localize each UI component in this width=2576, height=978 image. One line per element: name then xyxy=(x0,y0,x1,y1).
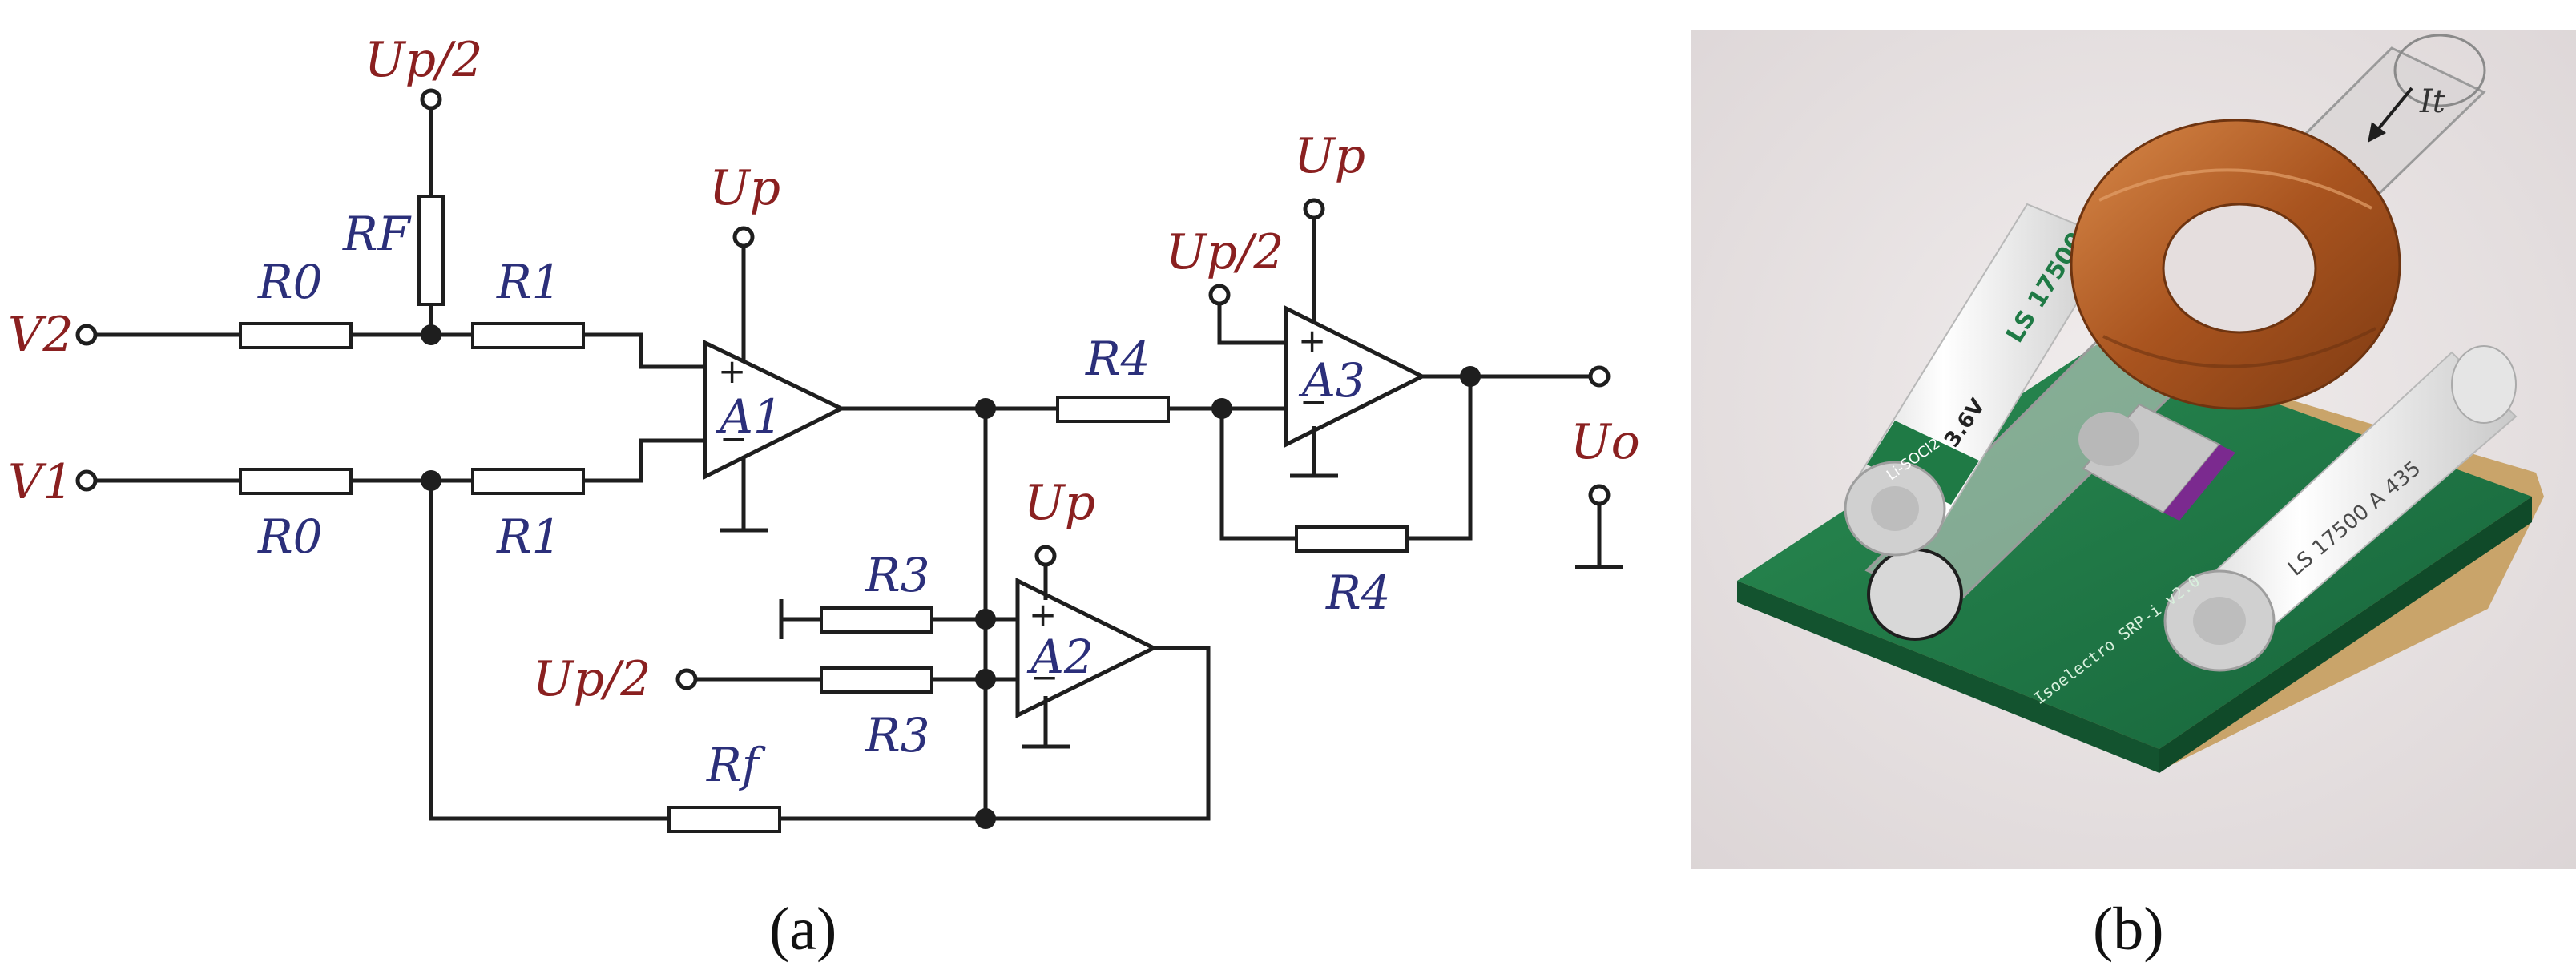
resistor-r1-top-label: R1 xyxy=(496,255,562,309)
resistor-r0-bottom xyxy=(239,468,353,495)
resistor-r3-top-label: R3 xyxy=(865,548,930,602)
resistor-r0-top xyxy=(239,322,353,349)
opamp-a1-label: A1 xyxy=(716,389,783,444)
resistor-rf-upper-label: RF xyxy=(342,207,412,261)
resistor-r3-top xyxy=(820,606,933,634)
a2-plus: + xyxy=(1029,595,1057,634)
node-a2-minus xyxy=(975,669,996,690)
resistor-r3-bottom-label: R3 xyxy=(865,708,930,763)
pcb-board-side-right xyxy=(2159,497,2532,773)
output-terminal-top xyxy=(1588,365,1611,388)
up-half-a3-terminal xyxy=(1208,284,1231,306)
a3-plus: + xyxy=(1298,321,1326,360)
resistor-r4-feedback xyxy=(1295,525,1409,553)
caption-b: (b) xyxy=(2093,895,2164,963)
node-a1-out xyxy=(975,398,996,419)
wire-v2-row xyxy=(95,332,705,369)
caption-a: (a) xyxy=(769,895,836,963)
up-a2-label: Up xyxy=(1024,475,1095,531)
resistor-r4-feedback-label: R4 xyxy=(1325,565,1391,620)
wire-a2-supply xyxy=(1022,565,1070,749)
resistor-rf-lower-label: Rf xyxy=(706,738,767,792)
v1-label: V1 xyxy=(8,454,74,510)
resistor-r4-series-label: R4 xyxy=(1085,332,1151,386)
up-half-a2-terminal xyxy=(675,668,698,690)
capacitor xyxy=(2078,403,2235,521)
resistor-r3-bottom xyxy=(820,666,933,694)
conductor-end xyxy=(1867,548,1963,641)
output-ground xyxy=(1575,504,1623,569)
wire-r3-top xyxy=(779,599,1018,639)
up-a3-label: Up xyxy=(1294,128,1365,184)
wire-a3-plus xyxy=(1217,304,1286,345)
current-label: It xyxy=(2419,83,2446,120)
up-half-a2-label: Up/2 xyxy=(533,651,651,707)
v2-terminal xyxy=(75,324,98,346)
circuit-diagram: V2 V1 R0 R1 R0 R1 RF Up/2 Rf + − A1 xyxy=(8,32,1640,833)
a3-minus: − xyxy=(1300,382,1328,421)
up-half-top-terminal xyxy=(420,88,442,111)
up-a3-terminal xyxy=(1303,198,1325,220)
output-label: Uo xyxy=(1570,414,1640,470)
battery-left: 3.6V LS 17500 Li-SOCl2 xyxy=(1844,203,2117,557)
pcb-board-side xyxy=(1737,581,2159,773)
resistor-r0-bottom-label: R0 xyxy=(257,509,323,564)
node-v2-rf xyxy=(421,324,441,345)
resistor-r0-top-label: R0 xyxy=(257,255,323,309)
toroid-coil xyxy=(2070,119,2401,410)
resistor-r1-bottom xyxy=(471,468,585,495)
device-photo: 3.6V LS 17500 Li-SOCl2 LS 17500 A 435 xyxy=(1691,30,2576,869)
resistor-rf-upper xyxy=(417,195,445,306)
opamp-a2-label: A2 xyxy=(1026,630,1094,684)
up-half-a3-label: Up/2 xyxy=(1166,224,1284,280)
wire-a1-supply xyxy=(720,247,768,533)
a1-minus: − xyxy=(720,419,748,458)
node-a2-plus xyxy=(975,609,996,630)
pcb-board xyxy=(1737,340,2532,749)
opamp-a3 xyxy=(1284,304,1427,449)
resistor-rf-lower xyxy=(667,806,781,833)
opamp-a2 xyxy=(1015,577,1159,719)
up-a2-terminal xyxy=(1034,545,1057,567)
resistor-r1-bottom-label: R1 xyxy=(496,509,562,564)
conductor-top xyxy=(2393,34,2486,107)
up-a1-label: Up xyxy=(709,160,780,216)
wire-rf-lower xyxy=(429,481,986,821)
resistor-r4-series xyxy=(1056,396,1170,423)
current-arrow-head xyxy=(2368,122,2386,143)
wire-a2-output xyxy=(986,646,1211,821)
wire-a3-minus xyxy=(1219,376,1473,541)
a2-minus: − xyxy=(1030,658,1058,697)
v1-terminal xyxy=(75,469,98,492)
a1-plus: + xyxy=(718,352,746,391)
wire-v1-row xyxy=(95,438,705,483)
up-a1-terminal xyxy=(732,226,755,248)
v2-label: V2 xyxy=(8,307,74,363)
current-arrow xyxy=(2374,87,2413,134)
opamp-a3-label: A3 xyxy=(1298,353,1365,408)
node-output xyxy=(1460,366,1481,387)
wire-a3-supply xyxy=(1290,218,1338,478)
opamp-a1 xyxy=(703,340,846,481)
resistor-r1-top xyxy=(471,322,585,349)
up-half-top-label: Up/2 xyxy=(365,32,482,88)
output-terminal-bottom xyxy=(1588,484,1611,506)
